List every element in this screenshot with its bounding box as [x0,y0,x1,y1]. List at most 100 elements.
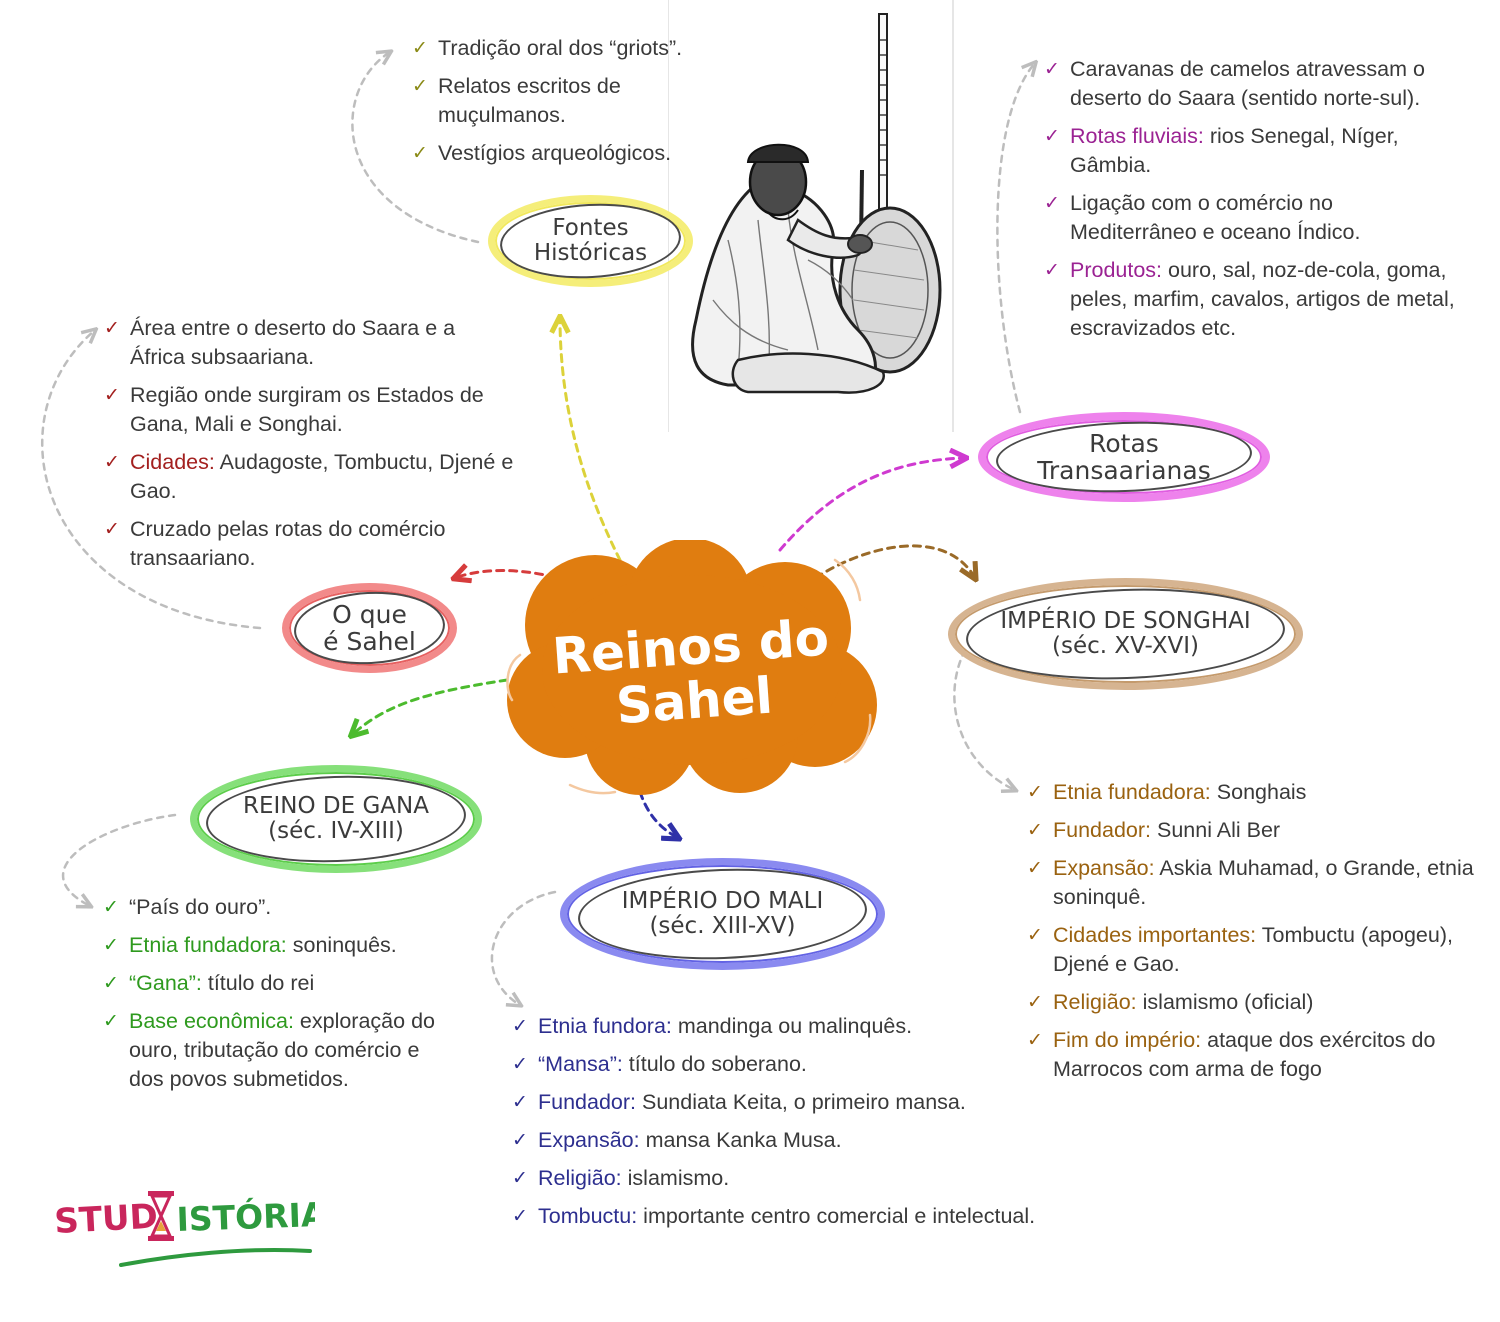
item-text: islamismo. [621,1166,730,1190]
item-text: Caravanas de camelos atravessam o desert… [1070,57,1425,110]
node-imperio-songhai[interactable]: IMPÉRIO DE SONGHAI(séc. XV-XVI) [948,578,1303,690]
item-text: Sunni Ali Ber [1151,818,1281,842]
checkmark-icon: ✓ [512,1130,528,1151]
item-text: mandinga ou malinquês. [671,1014,913,1038]
item-key: Religião: [538,1166,622,1190]
checkmark-icon: ✓ [412,76,428,97]
item-key: Fundador: [1053,818,1152,842]
checkmark-icon: ✓ [412,38,428,59]
checkmark-icon: ✓ [104,385,120,406]
rotas-list-item: ✓ Caravanas de camelos atravessam o deser… [1044,55,1464,113]
fontes-line2: Históricas [533,240,648,266]
sahel-list-item: ✓Cidades: Audagoste, Tombuctu, Djené e G… [104,448,514,506]
songhai-list-item: ✓ Fundador: Sunni Ali Ber [1027,816,1477,845]
checkmark-icon: ✓ [1044,260,1060,281]
checkmark-icon: ✓ [104,519,120,540]
sahel-line2: é Sahel [323,627,416,656]
checkmark-icon: ✓ [1027,820,1043,841]
mali-list-item: ✓Etnia fundora: mandinga ou malinquês. [512,1012,1162,1041]
item-text: Askia Muhamad, o Grande, etnia soninquê. [1053,856,1474,909]
arrow-center-gana [352,676,522,735]
checkmark-icon: ✓ [103,935,119,956]
item-key: Expansão: [538,1128,640,1152]
arrow-center-mali [638,790,678,838]
arrow-rotas-list [996,63,1035,414]
mali-list-item: ✓Tombuctu: importante centro comercial e… [512,1202,1162,1231]
sahel-list: ✓ Área entre o deserto do Saara e a Áfric… [104,314,514,582]
item-key: Fundador: [538,1090,637,1114]
item-text: mansa Kanka Musa. [639,1128,842,1152]
arrow-songhai-list [953,648,1015,790]
checkmark-icon: ✓ [1044,126,1060,147]
item-text: Região onde surgiram os Estados de Gana,… [130,383,484,436]
songhai-line1: IMPÉRIO DE SONGHAI [1000,608,1251,635]
item-key: “Mansa”: [538,1052,623,1076]
studhistoria-logo: STUD ISTÓRIA [55,1191,315,1267]
songhai-list-item: ✓Expansão: Askia Muhamad, o Grande, etni… [1027,854,1477,912]
mali-list-item: ✓Fundador: Sundiata Keita, o primeiro ma… [512,1088,1162,1117]
mali-list-item: ✓“Mansa”: título do soberano. [512,1050,1162,1079]
rotas-line2: Transaarianas [1037,456,1211,485]
item-key: Etnia fundadora: [129,933,287,957]
item-text: título do soberano. [622,1052,807,1076]
gana-list-item: ✓Etnia fundadora: soninquês. [103,931,453,960]
hourglass-icon [148,1191,174,1241]
fontes-line1: Fontes [552,215,629,242]
mali-list: ✓Etnia fundora: mandinga ou malinquês.✓“… [512,1012,1162,1240]
item-text: Audagoste, Tombuctu, Djené e Gao. [130,450,514,503]
item-key: Fim do império: [1053,1028,1202,1052]
songhai-list-item: ✓ Religião: islamismo (oficial) [1027,988,1477,1017]
checkmark-icon: ✓ [1027,858,1043,879]
arrow-gana-list [61,813,177,906]
fontes-list-item: ✓Tradição oral dos “griots”. [412,34,742,63]
fontes-list: ✓Tradição oral dos “griots”. ✓Relatos esc… [412,34,742,177]
checkmark-icon: ✓ [512,1016,528,1037]
item-text: ouro, sal, noz-de-cola, goma, peles, mar… [1070,258,1455,340]
arrow-fontes-list [351,52,480,244]
songhai-line2: (séc. XV-XVI) [1052,633,1199,659]
gana-line1: REINO DE GANA [243,793,429,820]
item-text: “País do ouro”. [129,895,272,919]
mali-line2: (séc. XIII-XV) [649,913,796,939]
mali-list-item: ✓Religião: islamismo. [512,1164,1162,1193]
item-text: rios Senegal, Níger, Gâmbia. [1070,124,1399,177]
item-key: Religião: [1053,990,1137,1014]
arrow-center-songhai [803,544,975,587]
item-key: Produtos: [1070,258,1163,282]
gana-list-item: ✓Base econômica: exploração do ouro, tri… [103,1007,453,1094]
node-imperio-mali[interactable]: IMPÉRIO DO MALI(séc. XIII-XV) [560,858,885,970]
arrow-mali-list [490,890,557,1005]
checkmark-icon: ✓ [1027,992,1043,1013]
gana-list-item: ✓“País do ouro”. [103,893,453,922]
item-text: islamismo (oficial) [1136,990,1314,1014]
item-text: Área entre o deserto do Saara e a África… [130,316,456,369]
item-key: Etnia fundadora: [1053,780,1211,804]
fontes-list-item: ✓Relatos escritos de muçulmanos. [412,72,742,130]
item-text: Vestígios arqueológicos. [438,141,672,165]
rotas-line1: Rotas [1089,429,1159,458]
node-reino-gana[interactable]: REINO DE GANA(séc. IV-XIII) [190,765,482,873]
checkmark-icon: ✓ [1027,782,1043,803]
sahel-list-item: ✓Cruzado pelas rotas do comércio transaa… [104,515,514,573]
checkmark-icon: ✓ [103,1011,119,1032]
sahel-list-item: ✓ Região onde surgiram os Estados de Gana… [104,381,514,439]
item-text: Ligação com o comércio no Mediterrâneo e… [1070,191,1361,244]
item-text: exploração do ouro, tributação do comérc… [129,1009,435,1091]
item-text: ataque dos exércitos do Marrocos com arm… [1053,1028,1436,1081]
cloud-shape [506,540,877,795]
central-topic: Reinos do Sahel [500,540,885,795]
gana-list-item: ✓“Gana”: título do rei [103,969,453,998]
arrow-sahel-list [40,330,262,630]
logo-part2: ISTÓRIA [176,1194,315,1239]
checkmark-icon: ✓ [1027,1030,1043,1051]
songhai-list-item: ✓ Etnia fundadora: Songhais [1027,778,1477,807]
item-text: Songhais [1210,780,1307,804]
item-text: Sundiata Keita, o primeiro mansa. [636,1090,966,1114]
checkmark-icon: ✓ [1044,59,1060,80]
rotas-list-item: ✓Rotas fluviais: rios Senegal, Níger, Gâ… [1044,122,1464,180]
songhai-list-item: ✓ Fim do império: ataque dos exércitos do… [1027,1026,1477,1084]
